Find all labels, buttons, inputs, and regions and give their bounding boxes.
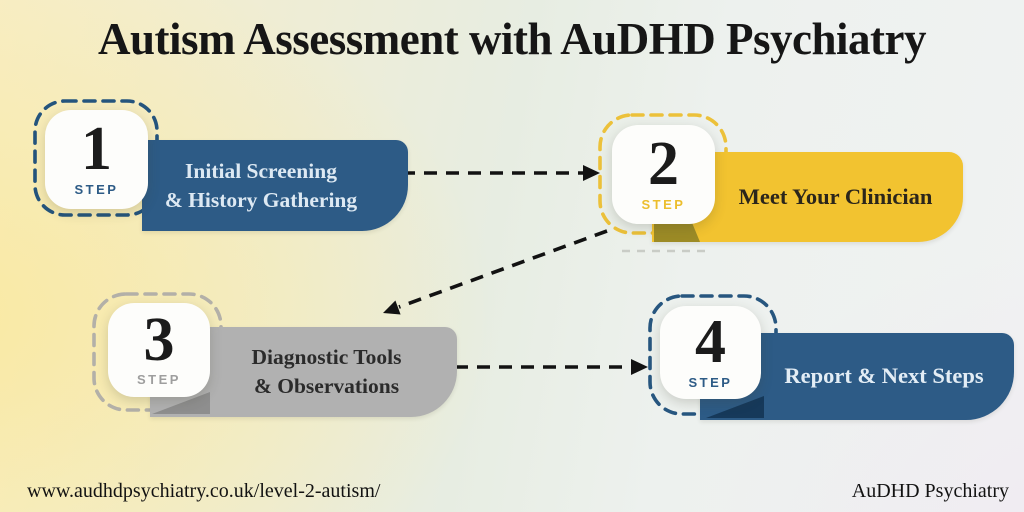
footer: www.audhdpsychiatry.co.uk/level-2-autism… <box>27 480 1009 503</box>
step-2-banner: Meet Your Clinician <box>652 152 963 242</box>
step-3-title-line: & Observations <box>253 374 400 398</box>
step-3-label: STEP <box>137 372 181 388</box>
arrow-step-2-to-step-3 <box>383 229 608 315</box>
arrow-step-1-to-step-2 <box>402 165 600 181</box>
step-2-label: STEP <box>641 196 686 212</box>
step-4-badge: 4 STEP <box>660 306 761 399</box>
step-1-banner: Initial Screening & History Gathering <box>142 140 408 231</box>
step-1-label: STEP <box>74 181 119 197</box>
footer-url: www.audhdpsychiatry.co.uk/level-2-autism… <box>27 480 381 502</box>
footer-brand: AuDHD Psychiatry <box>851 480 1009 502</box>
step-2-number: 2 <box>648 130 679 199</box>
step-3-number: 3 <box>143 305 175 374</box>
step-3-badge: 3 STEP <box>108 303 210 397</box>
step-2-title-line: Meet Your Clinician <box>738 183 933 209</box>
step-4-title-line: Report & Next Steps <box>784 363 984 389</box>
step-4-number: 4 <box>695 308 726 377</box>
step-1-number: 1 <box>81 115 112 184</box>
step-2-ribbon-fold <box>654 222 700 242</box>
step-1-title-line: & History Gathering <box>164 187 358 212</box>
step-2-badge: 2 STEP <box>612 125 715 224</box>
step-1-title-line: Initial Screening <box>185 158 337 183</box>
page-title: Autism Assessment with AuDHD Psychiatry <box>97 14 927 64</box>
step-3-title-line: Diagnostic Tools <box>251 345 402 370</box>
arrow-step-3-to-step-4 <box>455 359 648 375</box>
step-4-label: STEP <box>688 374 733 390</box>
step-1-badge: 1 STEP <box>45 110 148 209</box>
